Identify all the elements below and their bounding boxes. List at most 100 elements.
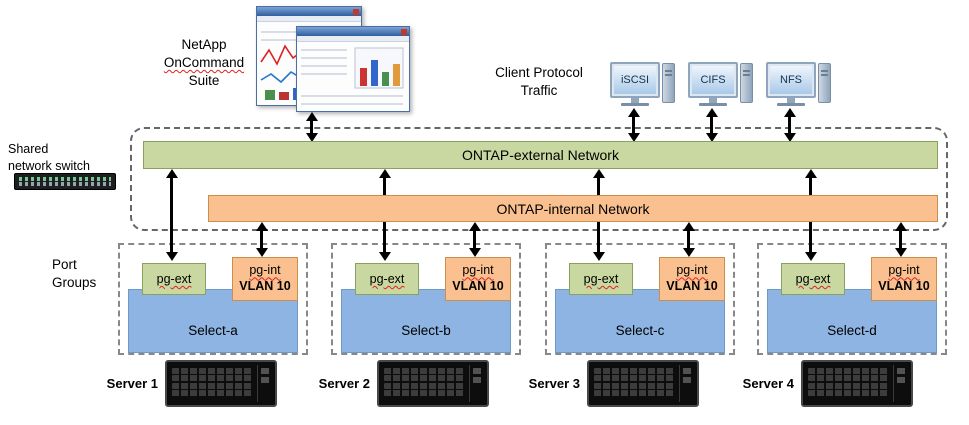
node-group-select-b: Select-b pg-ext pg-int VLAN 10 <box>331 243 521 355</box>
port-groups-line-2: Groups <box>52 275 97 291</box>
window-toolbar <box>257 16 361 22</box>
computer-tower <box>818 63 831 103</box>
pg-int-label: pg-int <box>888 263 920 278</box>
pg-ext-label: pg-ext <box>583 272 619 286</box>
switch-ports-row <box>19 177 111 181</box>
node-group-select-c: Select-c pg-ext pg-int VLAN 10 <box>545 243 735 355</box>
internal-network-label: ONTAP-internal Network <box>496 200 650 217</box>
monitor-screen-label: CIFS <box>692 66 734 94</box>
monitor-base <box>777 103 805 106</box>
switch-ports-row <box>19 182 111 186</box>
oncommand-line-3: Suite <box>188 73 220 89</box>
arrow-cifs-to-external <box>705 108 718 142</box>
pg-ext-port-group: pg-ext <box>355 263 419 295</box>
monitor: iSCSI <box>610 62 660 106</box>
shared-switch-boundary <box>130 127 948 231</box>
arrow-iscsi-to-external <box>627 108 640 142</box>
oncommand-window-front <box>296 26 410 112</box>
window-title-bar <box>257 7 361 16</box>
monitor: CIFS <box>688 62 738 106</box>
window-content <box>297 42 409 111</box>
arrow-nfs-to-external <box>783 108 796 142</box>
monitor: NFS <box>766 62 816 106</box>
server-2: Server 2 <box>318 360 489 407</box>
ontap-internal-network-bar: ONTAP-internal Network <box>208 195 938 222</box>
server-front-panel <box>257 365 272 402</box>
client-cifs: CIFS <box>688 62 753 106</box>
pg-int-label: pg-int <box>676 263 708 278</box>
switch-label-line-1: Shared <box>8 142 49 156</box>
pg-ext-label: pg-ext <box>156 272 192 286</box>
vlan-label: VLAN 10 <box>239 279 291 293</box>
monitor-base <box>699 103 727 106</box>
client-iscsi: iSCSI <box>610 62 675 106</box>
close-icon <box>353 8 359 15</box>
switch-label-line-2: network switch <box>8 158 90 173</box>
select-node-box: Select-d <box>767 289 937 353</box>
arrow-external-to-pgext-a <box>165 169 178 261</box>
monitor-frame: CIFS <box>688 62 738 98</box>
rack-server <box>165 360 277 407</box>
oncommand-suite-label: NetApp OnCommand Suite <box>148 36 260 91</box>
window-toolbar <box>297 36 409 42</box>
server-front-panel <box>893 365 908 402</box>
server-3: Server 3 <box>528 360 699 407</box>
server-4: Server 4 <box>742 360 913 407</box>
pg-int-label: pg-int <box>249 263 281 278</box>
client-protocol-label: Client Protocol Traffic <box>487 64 591 100</box>
monitor-stand <box>709 98 717 103</box>
select-node-label: Select-b <box>401 322 451 338</box>
port-groups-line-1: Port <box>52 257 77 272</box>
pg-ext-port-group: pg-ext <box>569 263 633 295</box>
port-groups-label: Port Groups <box>52 256 96 292</box>
monitor-frame: NFS <box>766 62 816 98</box>
pg-ext-label: pg-ext <box>369 272 405 286</box>
arrow-internal-to-pgint-d <box>894 222 907 257</box>
pg-int-port-group: pg-int VLAN 10 <box>232 257 298 301</box>
monitor-base <box>621 103 649 106</box>
window-title-bar <box>297 27 409 36</box>
pg-int-port-group: pg-int VLAN 10 <box>659 257 725 301</box>
monitor-screen-label: iSCSI <box>614 66 656 94</box>
server-label: Server 3 <box>528 376 580 391</box>
client-label-line-1: Client Protocol <box>495 65 583 80</box>
client-nfs: NFS <box>766 62 831 106</box>
server-label: Server 2 <box>318 376 370 391</box>
external-network-label: ONTAP-external Network <box>462 147 619 163</box>
vlan-label: VLAN 10 <box>878 279 930 293</box>
pg-int-label: pg-int <box>462 263 494 278</box>
server-label: Server 4 <box>742 376 794 391</box>
node-group-select-d: Select-d pg-ext pg-int VLAN 10 <box>757 243 947 355</box>
server-label: Server 1 <box>106 376 158 391</box>
rack-server <box>587 360 699 407</box>
pg-ext-port-group: pg-ext <box>781 263 845 295</box>
vlan-label: VLAN 10 <box>452 279 504 293</box>
oncommand-line-1: NetApp <box>181 37 227 52</box>
pg-ext-label: pg-ext <box>795 272 831 286</box>
server-front-panel <box>469 365 484 402</box>
server-front-panel <box>679 365 694 402</box>
oncommand-line-2: OnCommand <box>163 55 245 71</box>
pg-int-port-group: pg-int VLAN 10 <box>871 257 937 301</box>
arrow-internal-to-pgint-c <box>682 222 695 257</box>
close-icon <box>401 28 407 35</box>
rack-server <box>377 360 489 407</box>
pg-int-port-group: pg-int VLAN 10 <box>445 257 511 301</box>
shared-switch-label: Shared network switch <box>8 141 118 175</box>
pg-ext-port-group: pg-ext <box>142 263 206 295</box>
vlan-label: VLAN 10 <box>666 279 718 293</box>
network-switch <box>14 173 116 190</box>
select-node-label: Select-a <box>188 322 238 338</box>
monitor-screen-label: NFS <box>770 66 812 94</box>
server-1: Server 1 <box>106 360 277 407</box>
computer-tower <box>662 63 675 103</box>
node-group-select-a: Select-a pg-ext pg-int VLAN 10 <box>118 243 308 355</box>
ontap-external-network-bar: ONTAP-external Network <box>143 141 938 169</box>
monitor-stand <box>787 98 795 103</box>
client-label-line-2: Traffic <box>520 83 558 99</box>
monitor-frame: iSCSI <box>610 62 660 98</box>
select-node-label: Select-d <box>827 322 877 338</box>
arrow-internal-to-pgint-a <box>255 222 268 257</box>
arrow-internal-to-pgint-b <box>468 222 481 257</box>
